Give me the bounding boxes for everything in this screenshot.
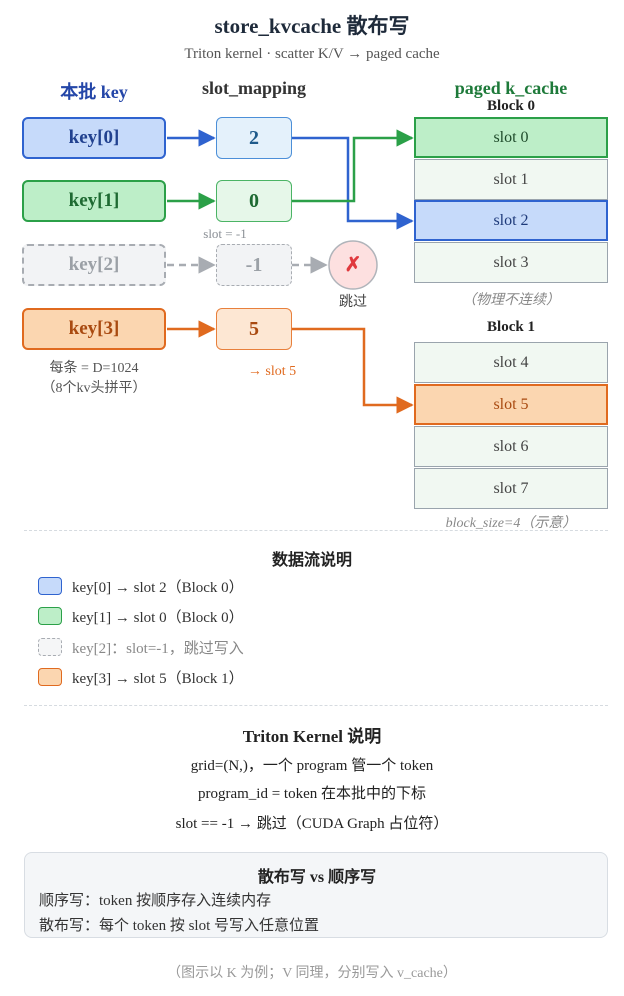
slots-column-header: slot_mapping [201, 78, 307, 98]
legend-item-key3: key[3] → slot 5（Block 1） [38, 665, 244, 689]
legend-item-key2: key[2]：slot=-1，跳过写入 [38, 635, 244, 659]
legend-swatch-blue [38, 577, 62, 595]
kernel-line-1: grid=(N,)，一个 program 管一个 token [190, 758, 434, 774]
keys-column-header: 本批 key [60, 82, 128, 102]
slot-mapping-3: 5 [216, 308, 292, 350]
key-1: key[1] [22, 180, 166, 222]
block0-note: （物理不连续） [462, 293, 560, 308]
legend-item-key0: key[0] → slot 2（Block 0） [38, 574, 244, 598]
compare-box: 散布写 vs 顺序写 顺序写：token 按顺序存入连续内存 散布写：每个 to… [24, 852, 608, 938]
skip-icon: ✗ [344, 254, 362, 276]
legend-label: key[2]：slot=-1，跳过写入 [72, 640, 244, 657]
footer-note: （图示以 K 为例；V 同理，分别写入 v_cache） [167, 966, 457, 981]
legend-label: key[3] → slot 5（Block 1） [72, 670, 244, 687]
arrow-slot5-cache [292, 327, 414, 414]
cache-slot-6: slot 6 [414, 426, 608, 467]
cache-slot-4: slot 4 [414, 342, 608, 383]
key-0: key[0] [22, 117, 166, 159]
skip-circle [328, 240, 378, 290]
key-2: key[2] [22, 244, 166, 286]
cache-slot-5: slot 5 [414, 384, 608, 425]
divider-1 [24, 530, 608, 531]
legend-swatch-gray [38, 638, 62, 656]
page-title: store_kvcache 散布写 [214, 14, 410, 38]
skip-label: 跳过 [339, 295, 367, 310]
kernel-line-3: slot == -1 → 跳过（CUDA Graph 占位符） [175, 816, 449, 832]
cache-slot-0: slot 0 [414, 117, 608, 158]
cache-slot-7: slot 7 [414, 468, 608, 509]
divider-2 [24, 705, 608, 706]
cache-slot-1: slot 1 [414, 159, 608, 200]
slot-mapping-0: 2 [216, 117, 292, 159]
legend-label: key[1] → slot 0（Block 0） [72, 609, 244, 626]
slot-neg-note: slot = -1 [203, 226, 247, 241]
arrow-slot0-cache [292, 129, 414, 203]
compare-line-1: 顺序写：token 按顺序存入连续内存 [39, 893, 272, 909]
slot-mapping-1: 0 [216, 180, 292, 222]
cache-column-header: paged k_cache [454, 78, 568, 98]
page-subtitle: Triton kernel · scatter K/V → paged cach… [184, 46, 440, 62]
key-note-1: 每条 = D=1024 [49, 361, 139, 376]
legend-swatch-green [38, 607, 62, 625]
kernel-title: Triton Kernel 说明 [242, 727, 382, 746]
legend-label: key[0] → slot 2（Block 0） [72, 579, 244, 596]
key-3: key[3] [22, 308, 166, 350]
block0-title: Block 0 [487, 98, 535, 114]
legend-title: 数据流说明 [271, 552, 352, 569]
key-note-2: （8个kv头拼平） [41, 381, 147, 396]
cache-slot-3: slot 3 [414, 242, 608, 283]
legend-swatch-orange [38, 668, 62, 686]
block1-note: block_size=4（示意） [445, 516, 577, 531]
slot-mapping-2: -1 [216, 244, 292, 286]
cache-slot-2: slot 2 [414, 200, 608, 241]
arrow-slot2-cache [292, 136, 414, 230]
compare-line-2: 散布写：每个 token 按 slot 号写入任意位置 [39, 918, 319, 934]
block1-title: Block 1 [487, 319, 535, 335]
kernel-line-2: program_id = token 在本批中的下标 [197, 786, 427, 802]
slot5-note: → slot 5 [247, 364, 297, 379]
compare-title: 散布写 vs 顺序写 [257, 869, 377, 886]
legend-item-key1: key[1] → slot 0（Block 0） [38, 604, 244, 628]
